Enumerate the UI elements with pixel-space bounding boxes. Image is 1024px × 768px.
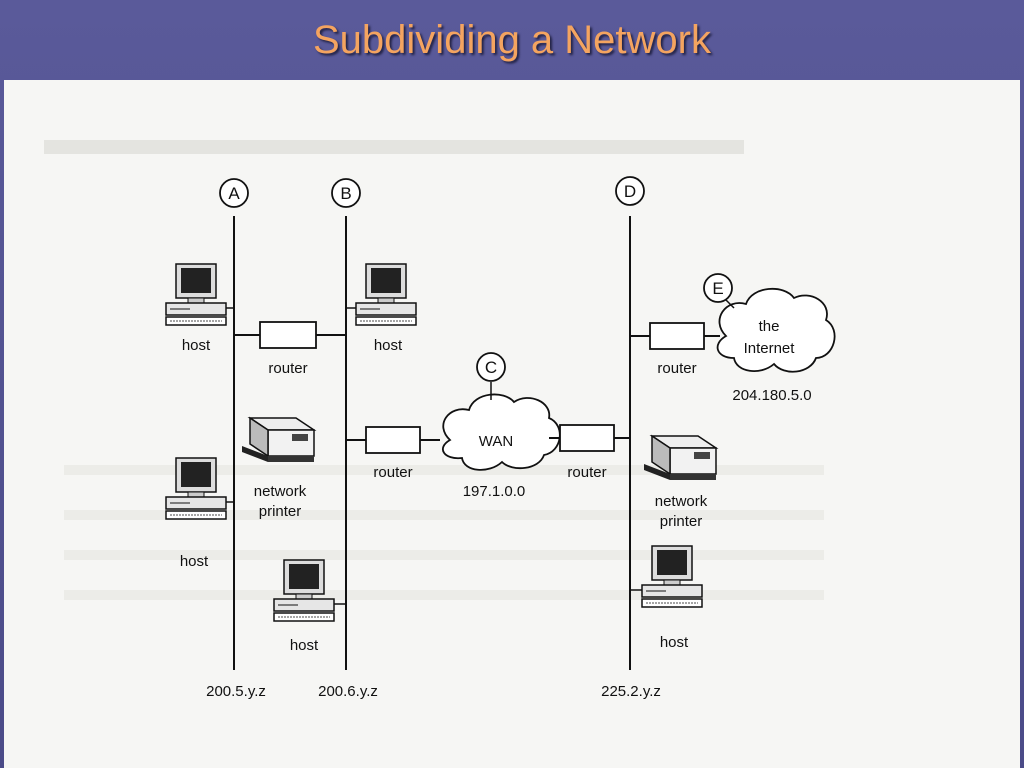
host-b2-label: host — [290, 637, 319, 654]
segment-d-label: D — [615, 176, 645, 206]
segment-d-address: 225.2.y.z — [601, 683, 661, 700]
segment-a-letter: A — [228, 184, 240, 203]
host-a1-label: host — [182, 337, 211, 354]
scan-artifact — [64, 550, 824, 560]
printer-ab-icon — [241, 417, 315, 463]
router-ab-label: router — [268, 360, 307, 377]
router-ab — [259, 321, 317, 349]
host-d1-icon — [641, 545, 703, 608]
scan-artifact — [64, 465, 824, 475]
wan-letter: C — [485, 358, 497, 377]
segment-b-label: B — [331, 178, 361, 208]
host-b1-label: host — [374, 337, 403, 354]
wan-letter-label: C — [476, 352, 506, 400]
internet-cloud — [716, 287, 836, 373]
host-a2-label: host — [180, 553, 209, 570]
wan-label: WAN — [479, 433, 513, 450]
host-a2-icon — [165, 457, 227, 520]
scan-artifact — [64, 510, 824, 520]
segment-a-label: A — [219, 178, 249, 208]
host-b1-icon — [355, 263, 417, 326]
router-wan-d — [559, 424, 615, 452]
router-wan-d-label: router — [567, 464, 606, 481]
internet-label-line2: Internet — [744, 340, 796, 357]
router-b-wan-label: router — [373, 464, 412, 481]
internet-label-line1: the — [759, 318, 780, 335]
diagram-panel: A B D 200.5.y.z 200.6.y.z 225.2.y.z rout… — [4, 80, 1020, 768]
router-d-internet-label: router — [657, 360, 696, 377]
printer-ab-label-line2: printer — [259, 503, 302, 520]
segment-a-address: 200.5.y.z — [206, 683, 266, 700]
host-b2-icon — [273, 559, 335, 622]
wan-address: 197.1.0.0 — [463, 483, 526, 500]
internet-letter: E — [712, 279, 723, 298]
network-diagram: A B D 200.5.y.z 200.6.y.z 225.2.y.z rout… — [165, 176, 836, 700]
segment-b-address: 200.6.y.z — [318, 683, 378, 700]
router-b-wan — [365, 426, 421, 454]
printer-d-label-line2: printer — [660, 513, 703, 530]
router-d-internet — [649, 322, 705, 350]
internet-letter-label: E — [703, 273, 735, 309]
segment-d-letter: D — [624, 182, 636, 201]
host-d1-label: host — [660, 634, 689, 651]
segment-b-letter: B — [340, 184, 351, 203]
printer-d-icon — [643, 435, 717, 481]
printer-d-label-line1: network — [655, 493, 708, 510]
internet-address: 204.180.5.0 — [732, 387, 811, 404]
scan-artifact — [44, 140, 744, 154]
scan-artifact — [64, 590, 824, 600]
host-a1-icon — [165, 263, 227, 326]
printer-ab-label-line1: network — [254, 483, 307, 500]
slide-title: Subdividing a Network — [313, 18, 711, 62]
